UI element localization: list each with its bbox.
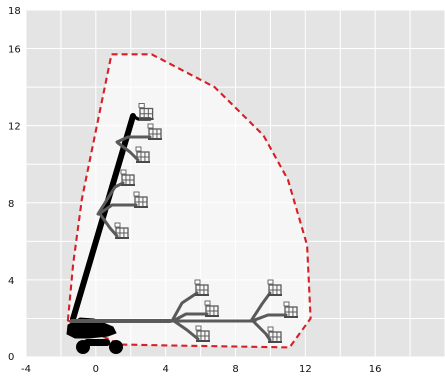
control-box — [195, 325, 202, 331]
boom-arm — [172, 319, 200, 341]
control-box — [114, 222, 121, 228]
control-box — [283, 301, 290, 307]
y-tick-label: 8 — [8, 199, 14, 210]
boom-position — [116, 141, 140, 162]
x-tick-label: -4 — [21, 364, 31, 375]
boom-arm — [249, 291, 272, 323]
y-tick-label: 16 — [8, 45, 21, 56]
boom-position — [115, 135, 152, 144]
boom-position — [97, 203, 138, 216]
platform-basket — [204, 300, 219, 317]
boom-arm — [170, 291, 199, 323]
control-box — [267, 279, 274, 285]
boom-arm — [98, 212, 119, 238]
control-box — [133, 191, 140, 197]
platform-basket — [283, 301, 298, 318]
boom-arm — [171, 312, 209, 323]
y-tick-label: 4 — [8, 276, 14, 287]
boom-arm — [116, 141, 140, 162]
x-tick-label: 12 — [299, 364, 312, 375]
boom-position — [96, 181, 125, 216]
boom-position — [249, 291, 272, 323]
platform-basket — [267, 279, 282, 296]
top-platform-basket — [138, 103, 154, 120]
control-box — [267, 326, 274, 332]
boom-position — [170, 291, 199, 323]
platform-basket — [133, 191, 148, 208]
boom-arm — [97, 203, 138, 216]
platform-basket — [267, 326, 282, 343]
control-box — [120, 169, 127, 175]
boom-position — [171, 312, 209, 323]
boom-arm — [250, 313, 288, 323]
boom-position — [172, 319, 200, 341]
boom-position — [250, 313, 288, 323]
platform-basket — [114, 222, 129, 239]
control-box — [147, 123, 154, 129]
boom-arm — [96, 181, 125, 216]
x-tick-label: 16 — [369, 364, 382, 375]
platform-basket — [135, 146, 150, 163]
control-box — [135, 146, 142, 152]
boom-position — [98, 212, 119, 238]
x-tick-label: 0 — [93, 364, 99, 375]
control-box — [204, 300, 211, 306]
x-tick-label: 8 — [232, 364, 238, 375]
platform-basket — [147, 123, 162, 140]
y-tick-label: 0 — [8, 352, 14, 363]
rear-wheel — [76, 340, 90, 354]
platform-basket — [195, 325, 210, 342]
platform-basket — [120, 169, 135, 186]
x-tick-label: 4 — [162, 364, 168, 375]
tick-labels: 0 4 8 12 16 18 -4 0 4 8 12 16 — [8, 6, 382, 375]
boom-arm — [115, 135, 152, 144]
platform-basket — [194, 279, 209, 296]
control-box — [138, 103, 145, 109]
front-wheel — [109, 340, 123, 354]
control-box — [194, 279, 201, 285]
y-tick-label: 12 — [8, 122, 21, 133]
boom-lift-machine — [66, 103, 298, 354]
y-tick-label: 18 — [8, 6, 21, 17]
chassis — [84, 339, 110, 346]
